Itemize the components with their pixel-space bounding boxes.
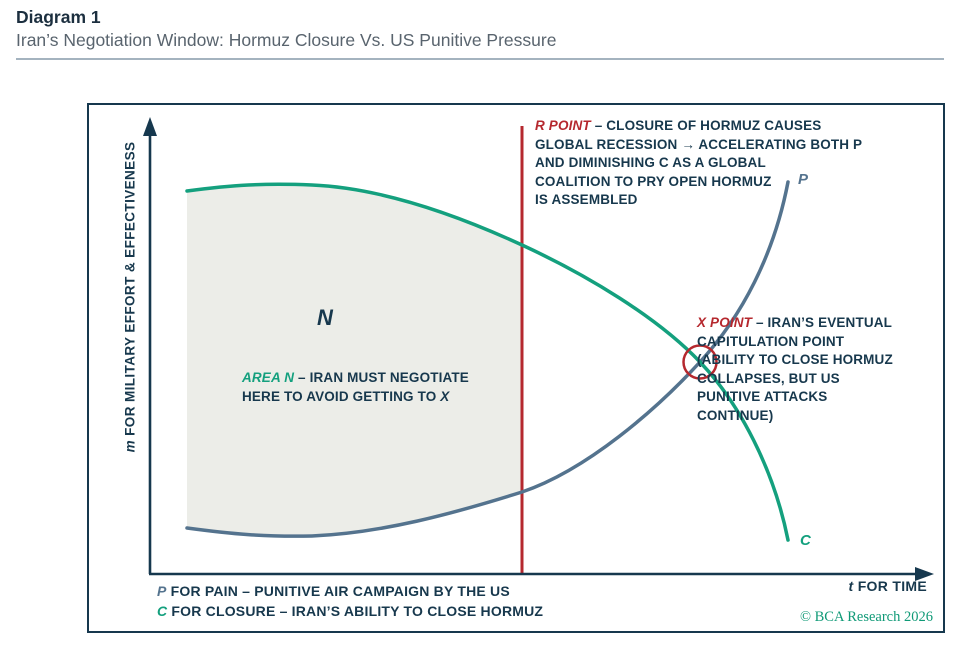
curve-p-label: P <box>798 171 809 188</box>
r-point-label: R POINT <box>535 118 591 133</box>
x-reference: X <box>440 388 450 404</box>
legend-p-symbol: P <box>157 583 167 599</box>
x-axis-arrow-icon <box>915 567 934 581</box>
x-point-label: X POINT <box>697 315 753 330</box>
r-point-line1: R POINT – CLOSURE OF HORMUZ CAUSES <box>535 118 822 133</box>
copyright: © BCA Research 2026 <box>799 609 933 625</box>
curve-c-label: C <box>800 532 811 549</box>
r-point-note: R POINT – CLOSURE OF HORMUZ CAUSES GLOBA… <box>535 118 863 207</box>
diagram-canvas <box>143 117 934 581</box>
x-point-note: X POINT – IRAN’S EVENTUAL CAPITULATION P… <box>697 315 893 423</box>
curve-p <box>185 180 790 538</box>
y-axis-arrow-icon <box>143 117 157 136</box>
legend-c-symbol: C <box>157 602 168 619</box>
chart-frame: m FOR MILITARY EFFORT & EFFECTIVENESS t … <box>87 103 945 633</box>
legend: P FOR PAIN – PUNITIVE AIR CAMPAIGN BY TH… <box>157 582 543 621</box>
area-n-line1: AREA N – IRAN MUST NEGOTIATE <box>242 370 469 385</box>
y-axis-label: m FOR MILITARY EFFORT & EFFECTIVENESS <box>122 141 138 453</box>
area-n-line2: HERE TO AVOID GETTING TO X <box>242 388 450 404</box>
x-point-circle <box>682 344 718 380</box>
x-point-line1: X POINT – IRAN’S EVENTUAL <box>697 315 893 330</box>
x-axis-label: t FOR TIME <box>848 578 927 594</box>
legend-item-c: C FOR CLOSURE – IRAN’S ABILITY TO CLOSE … <box>157 602 544 619</box>
y-axis-symbol: m <box>122 440 138 453</box>
diagram-subtitle: Iran’s Negotiation Window: Hormuz Closur… <box>16 30 557 50</box>
legend-item-p: P FOR PAIN – PUNITIVE AIR CAMPAIGN BY TH… <box>157 583 510 599</box>
diagram-title: Diagram 1 <box>16 7 101 27</box>
header-divider <box>16 58 944 60</box>
area-n-letter: N <box>317 305 333 330</box>
curve-c <box>185 182 790 542</box>
x-axis-symbol: t <box>848 578 854 594</box>
area-n-note: AREA N – IRAN MUST NEGOTIATE HERE TO AVO… <box>242 369 469 406</box>
area-n-label: AREA N <box>242 370 295 385</box>
area-n-region <box>187 184 522 537</box>
